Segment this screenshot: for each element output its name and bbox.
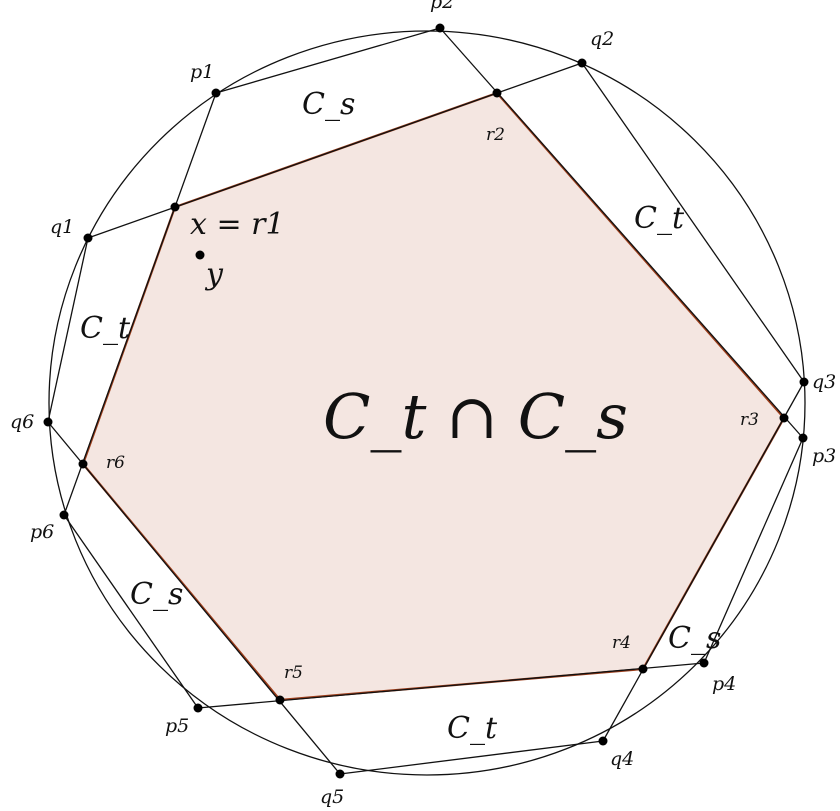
point-r4 [638,664,648,674]
edge-q4-q5 [339,740,604,775]
label-q5: q5 [320,786,344,808]
edge-q6-q1 [47,237,89,423]
point-r3 [779,413,789,423]
point-p6 [59,510,69,520]
label-q4: q4 [610,748,634,770]
point-q5 [335,769,345,779]
label-r4: r4 [612,633,631,653]
point-q1 [83,233,93,243]
circumscribed-circle [48,30,806,776]
label-intersection: C_t ∩ C_s [323,380,628,453]
label-cs-right: C_s [668,621,721,656]
edge-q2-q3 [581,62,805,383]
point-q3 [799,377,809,387]
label-ct-bottom: C_t [447,711,498,746]
label-ct-left: C_t [80,311,131,346]
label-p6: p6 [30,521,54,543]
edge-p3-p4 [703,437,804,664]
point-q2 [577,58,587,68]
label-q6: q6 [10,411,34,433]
label-p4: p4 [712,673,736,695]
label-q3: q3 [812,371,836,393]
label-cs-top: C_s [302,87,355,122]
label-p1: p1 [190,61,214,83]
point-r6 [78,459,88,469]
label-ct-right: C_t [634,201,685,236]
point-p2 [435,23,445,33]
point-r2 [492,88,502,98]
point-p1 [211,88,221,98]
label-cs-left: C_s [130,577,183,612]
edge-q3-q4 [602,381,805,742]
label-p5: p5 [165,715,189,737]
polygon-cs-edges [63,27,804,709]
point-r5 [275,695,285,705]
point-p3 [798,433,808,443]
vertex-labels: p1 p2 p3 p4 p5 p6 q1 q2 q3 q4 q5 q6 x = … [10,0,836,808]
label-p3: p3 [812,445,836,467]
label-q2: q2 [590,28,614,50]
label-r1: x = r1 [190,207,285,242]
point-p4 [699,658,709,668]
polygon-ct-edges [47,62,805,775]
label-r6: r6 [106,453,125,473]
point-p5 [193,703,203,713]
edge-q5-q6 [47,421,341,775]
point-r1 [170,202,180,212]
label-q1: q1 [50,216,74,238]
point-y [195,250,205,260]
region-labels: C_s C_t C_t C_s C_s C_t C_t ∩ C_s [80,87,721,746]
edge-p2-p3 [439,27,804,439]
edge-p5-p6 [63,514,199,709]
point-q6 [43,417,53,427]
label-y: y [204,257,224,292]
label-r5: r5 [284,663,303,683]
edge-p1-p2 [215,27,441,94]
vertex-markers [43,23,809,779]
point-q4 [598,736,608,746]
edge-p6-p1 [63,92,217,516]
label-r3: r3 [740,410,759,430]
label-r2: r2 [486,125,505,145]
label-p2: p2 [430,0,454,13]
